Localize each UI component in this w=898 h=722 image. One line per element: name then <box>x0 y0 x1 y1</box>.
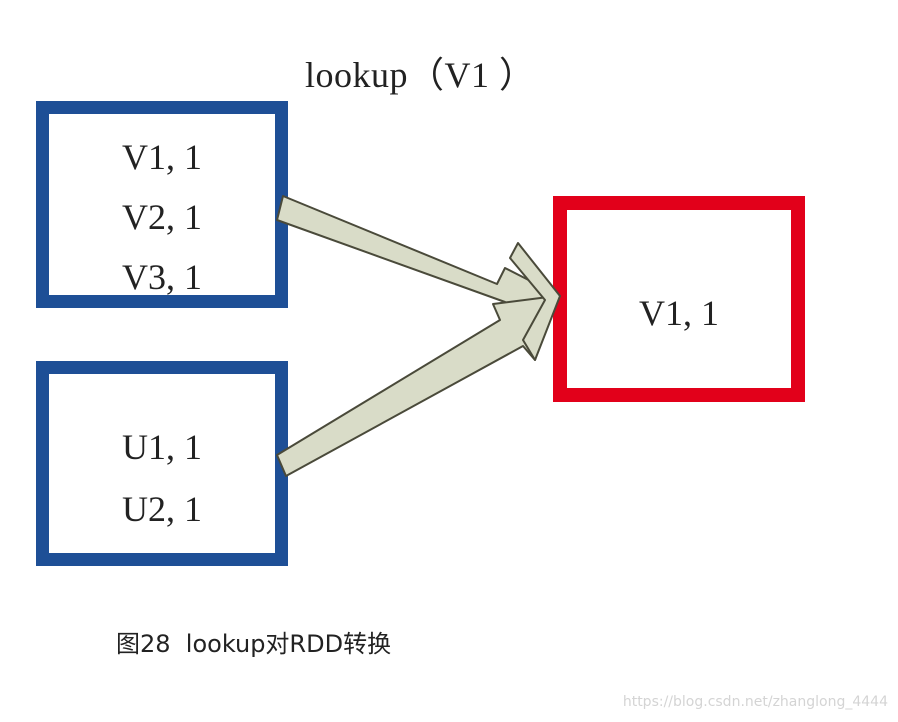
arrow-from-other <box>276 295 557 477</box>
other-rdd-item: U2, 1 <box>122 489 202 529</box>
source-rdd-item: V3, 1 <box>122 257 202 297</box>
source-rdd-item: V2, 1 <box>122 197 202 237</box>
source-rdd-item: V1, 1 <box>122 137 202 177</box>
other-rdd-item: U1, 1 <box>122 427 202 467</box>
other-rdd-box: U1, 1 U2, 1 <box>36 361 288 566</box>
result-rdd-item: V1, 1 <box>639 293 719 333</box>
result-rdd-box: V1, 1 <box>553 196 805 402</box>
arrowhead <box>509 242 561 361</box>
diagram-title: lookup（V1 ） <box>305 55 536 95</box>
source-rdd-box: V1, 1 V2, 1 V3, 1 <box>36 101 288 308</box>
figure-caption: 图28 lookup对RDD转换 <box>116 630 392 658</box>
watermark: https://blog.csdn.net/zhanglong_4444 <box>622 694 888 710</box>
